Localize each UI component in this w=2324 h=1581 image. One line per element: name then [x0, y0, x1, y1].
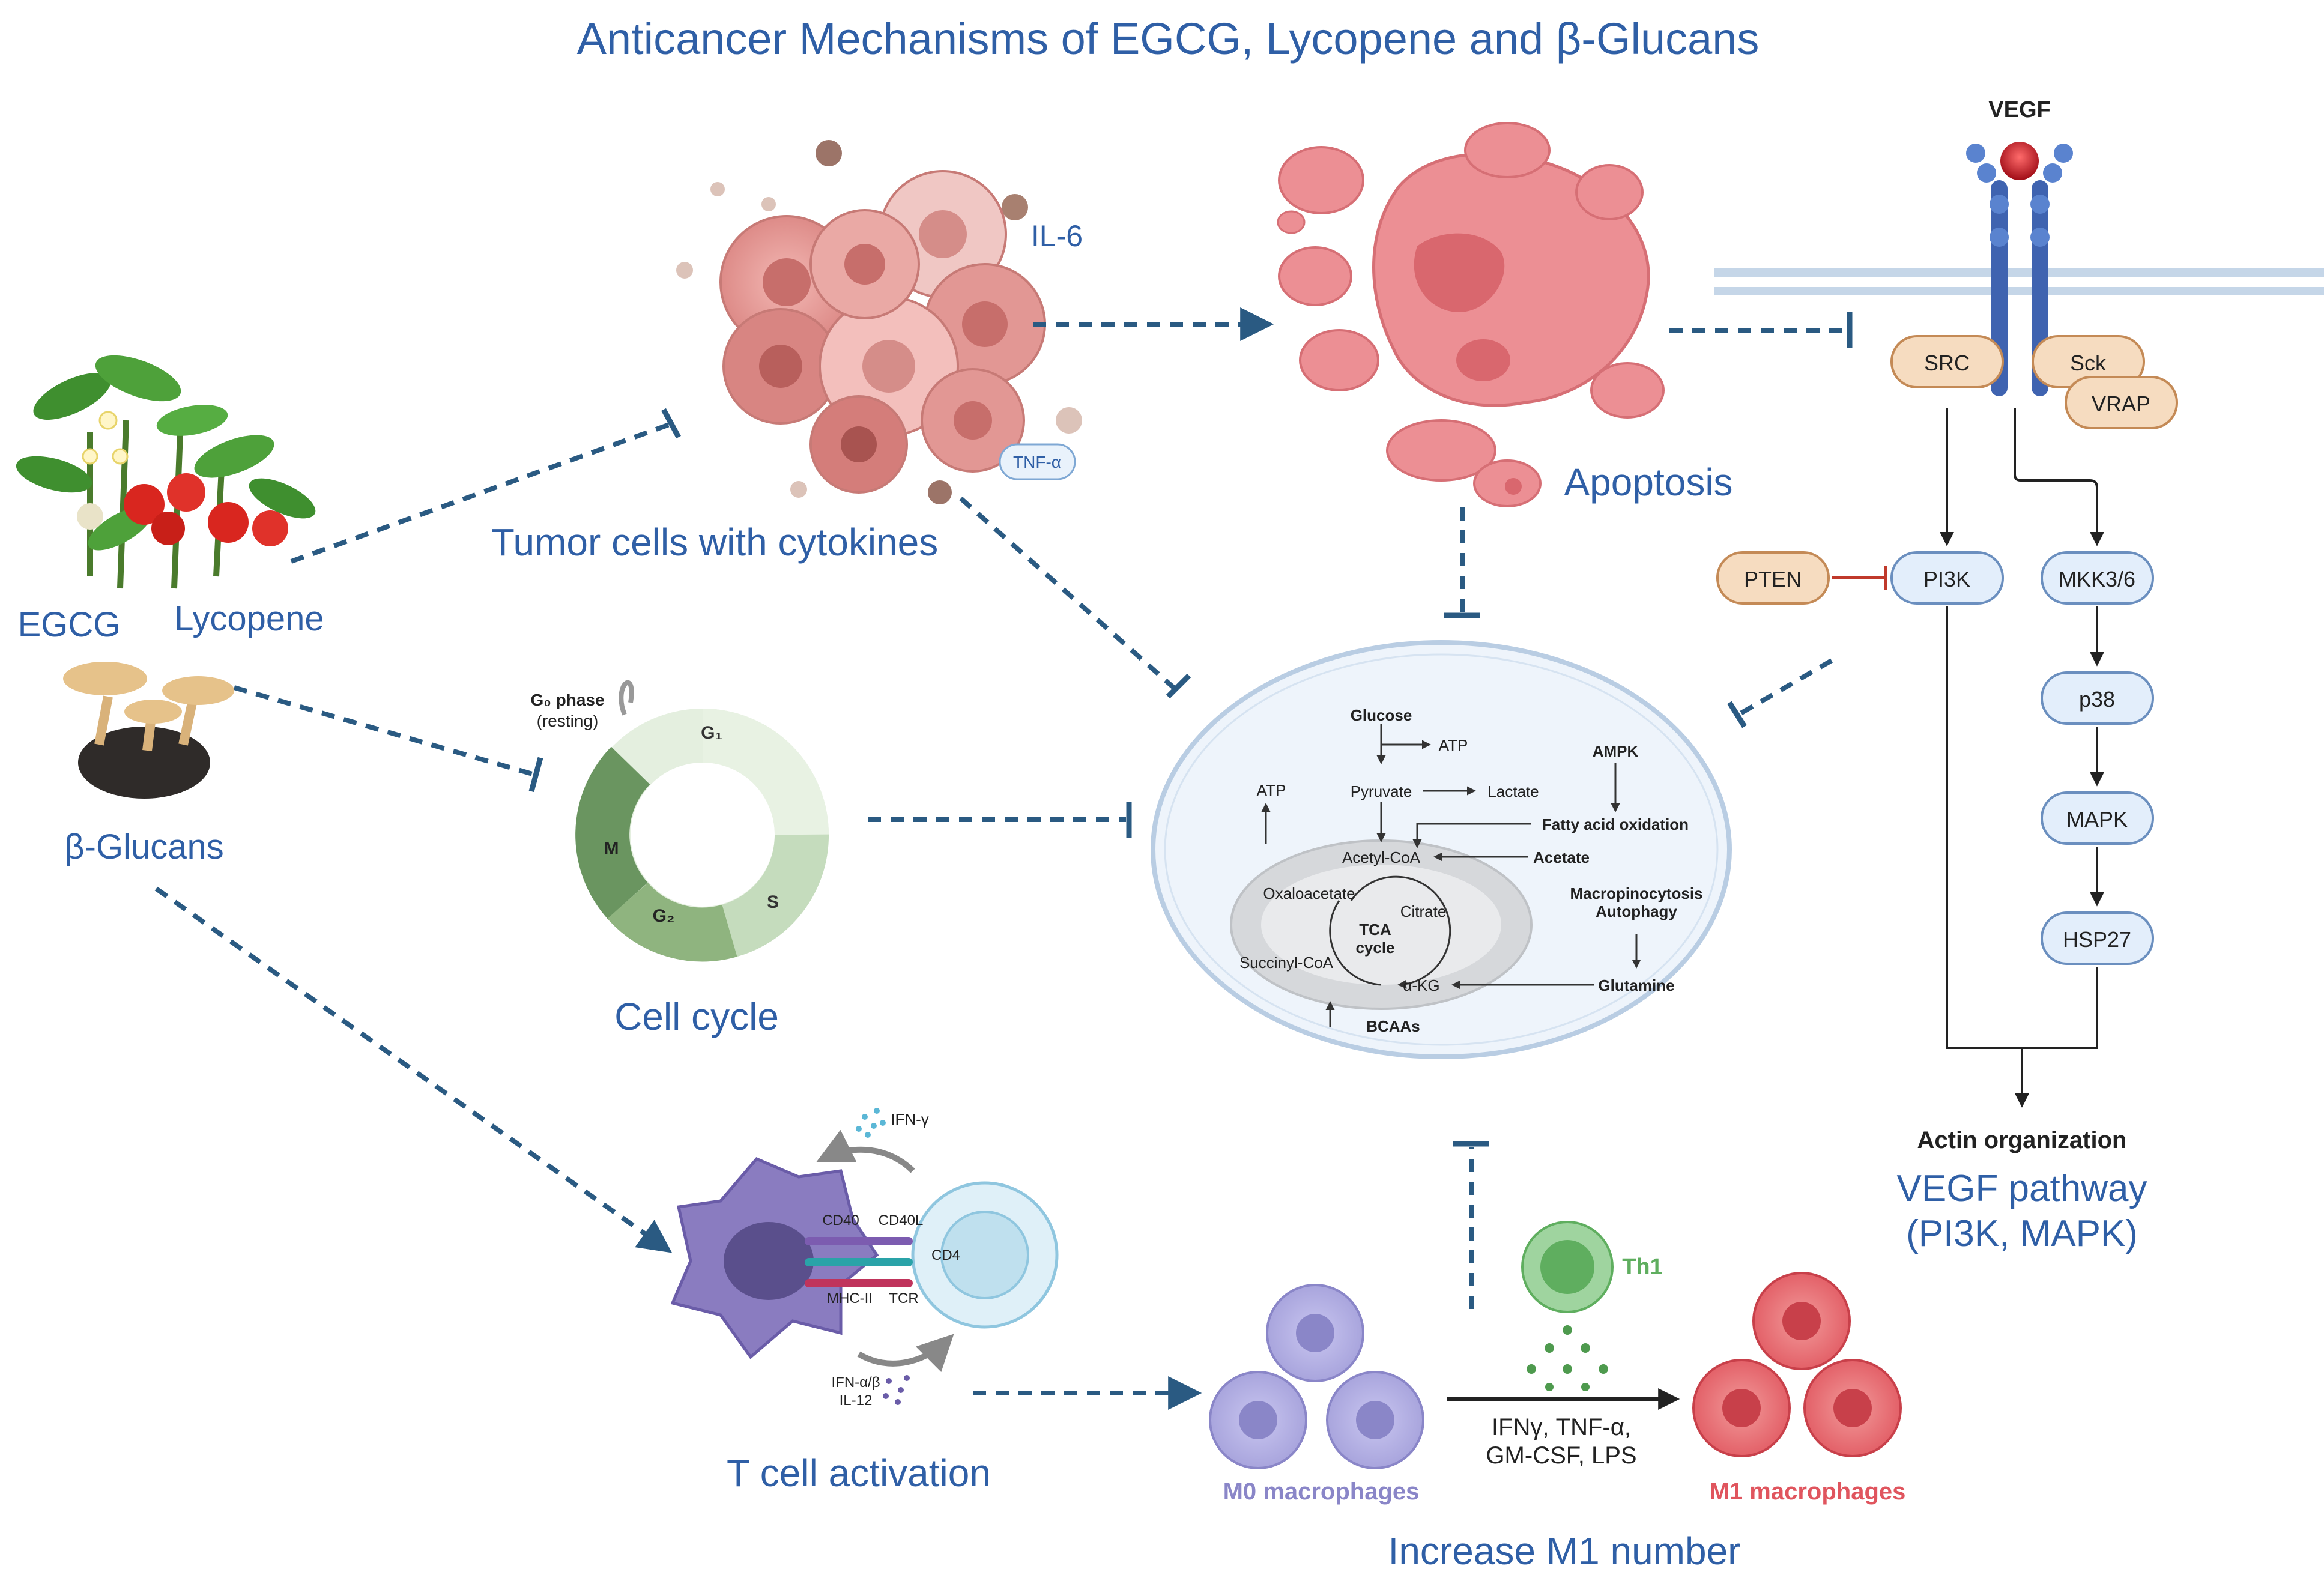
egcg-label: EGCG: [18, 605, 121, 644]
dashed-connectors: [154, 307, 1847, 1410]
tnf-alpha-badge: TNF-α: [999, 443, 1076, 480]
mushroom-icon: [63, 662, 234, 799]
receptor-bridges: [805, 1237, 913, 1287]
akg-label: α-KG: [1403, 976, 1439, 994]
th1-label: Th1: [1622, 1254, 1663, 1280]
stimuli-line1-label: IFNγ, TNF-α,: [1492, 1414, 1631, 1440]
pi3k-pill: PI3K: [1890, 551, 2004, 605]
sck-pill: Sck: [2032, 335, 2145, 388]
mapk-label: MAPK: [2066, 807, 2128, 832]
bglucans-label: β-Glucans: [64, 827, 223, 866]
ifn-gamma-label: IFN-γ: [891, 1110, 929, 1128]
citrate-label: Citrate: [1400, 902, 1447, 920]
g0-label: G₀ phase: [530, 691, 604, 709]
g1-label: G₁: [701, 723, 722, 743]
macropinocytosis-label: Macropinocytosis: [1570, 884, 1702, 902]
m-phase-label: M: [604, 839, 619, 859]
cd40l-label: CD40L: [879, 1212, 924, 1229]
pten-label: PTEN: [1744, 567, 1802, 591]
p38-pill: p38: [2041, 671, 2154, 725]
vegf-label: VEGF: [1988, 97, 2050, 122]
vegf-pathway-sub-label: (PI3K, MAPK): [1906, 1213, 2138, 1254]
lactate-label: Lactate: [1487, 782, 1539, 800]
fatty-acid-label: Fatty acid oxidation: [1542, 815, 1689, 833]
src-pill: SRC: [1890, 335, 2004, 388]
il6-label: IL-6: [1031, 219, 1083, 253]
vrap-label: VRAP: [2092, 391, 2150, 416]
cell-cycle-ring: [575, 680, 829, 962]
mkk-pill: MKK3/6: [2041, 551, 2154, 605]
t-cell: [911, 1181, 1059, 1329]
cell-membrane: [1714, 268, 2324, 295]
cell-cycle-label: Cell cycle: [614, 995, 779, 1038]
autophagy-label: Autophagy: [1596, 902, 1677, 920]
ifn-ab-label: IFN-α/β: [832, 1374, 880, 1391]
tca-label: TCA: [1359, 920, 1391, 939]
bglucans-to-tcell-arrow: [154, 886, 673, 1253]
metabolic-cell: [1151, 640, 1732, 1059]
tumor-to-metabolism-inhibition: [959, 497, 1179, 692]
vegf-pathway-label: VEGF pathway: [1897, 1168, 2147, 1209]
vegf-to-metabolism-inhibition: [1737, 658, 1833, 717]
m0-macrophages-label: M0 macrophages: [1223, 1478, 1420, 1505]
apoptotic-cell: [1277, 122, 1665, 507]
apoptosis-label: Apoptosis: [1564, 461, 1732, 504]
inhibition-bars: [528, 312, 1853, 1147]
th1-cell: [1521, 1221, 1614, 1313]
succinyl-coa-label: Succinyl-CoA: [1239, 954, 1334, 972]
tomato-plant-icon: [16, 355, 316, 589]
tcr-label: TCR: [889, 1290, 918, 1307]
resting-label: (resting): [537, 712, 599, 730]
cd4-label: CD4: [931, 1247, 960, 1263]
cycle-label: cycle: [1355, 939, 1394, 957]
activation-arrows: [816, 1129, 954, 1373]
tumor-cells-cluster: [676, 140, 1082, 504]
actin-organization-label: Actin organization: [1917, 1127, 2127, 1153]
sck-label: Sck: [2070, 351, 2107, 375]
tumor-cells-label: Tumor cells with cytokines: [491, 521, 939, 564]
t-cell-activation-label: T cell activation: [727, 1451, 991, 1495]
vegf-signal-arrows: [1940, 408, 2104, 1108]
bcaas-label: BCAAs: [1366, 1017, 1420, 1035]
hsp27-label: HSP27: [2063, 927, 2131, 952]
vrap-pill: VRAP: [2065, 376, 2178, 429]
stimuli-line2-label: GM-CSF, LPS: [1486, 1442, 1636, 1469]
p38-label: p38: [2079, 687, 2115, 712]
mkk-label: MKK3/6: [2059, 567, 2135, 591]
il12-label: IL-12: [840, 1392, 873, 1409]
acetyl-coa-label: Acetyl-CoA: [1342, 848, 1421, 866]
lycopene-label: Lycopene: [174, 599, 324, 638]
pyruvate-label: Pyruvate: [1351, 782, 1412, 800]
pi3k-label: PI3K: [1923, 567, 1970, 591]
ifn-ab-dots: [883, 1375, 910, 1405]
ifn-gamma-dots: [856, 1108, 886, 1138]
dendritic-cell: [670, 1156, 879, 1359]
pten-inhibition: [1832, 566, 1887, 590]
m1-macrophages-label: M1 macrophages: [1710, 1478, 1906, 1505]
glucose-label: Glucose: [1351, 706, 1412, 724]
glutamine-label: Glutamine: [1598, 976, 1674, 994]
pten-pill: PTEN: [1716, 551, 1830, 605]
bglucans-to-cellcycle-inhibition: [233, 685, 536, 777]
g2-label: G₂: [653, 906, 675, 926]
acetate-label: Acetate: [1533, 848, 1590, 866]
src-label: SRC: [1924, 351, 1970, 375]
atp-top-label: ATP: [1439, 736, 1468, 754]
m0-macrophages: [1209, 1284, 1424, 1469]
th1-cytokine-dots: [1527, 1325, 1608, 1391]
hsp27-pill: HSP27: [2041, 911, 2154, 965]
m1-macrophages: [1692, 1272, 1902, 1457]
mhc-ii-label: MHC-II: [827, 1290, 873, 1307]
increase-m1-label: Increase M1 number: [1388, 1529, 1741, 1573]
metabolic-pathway-arrows: [1261, 724, 1641, 1027]
ampk-label: AMPK: [1593, 742, 1639, 760]
atp-left-label: ATP: [1257, 781, 1286, 799]
s-phase-label: S: [767, 892, 779, 912]
oxaloacetate-label: Oxaloacetate: [1263, 884, 1355, 902]
diagram-title: Anticancer Mechanisms of EGCG, Lycopene …: [577, 14, 1760, 64]
tnf-alpha-label: TNF-α: [1013, 453, 1061, 471]
cd40-label: CD40: [822, 1212, 859, 1229]
mapk-pill: MAPK: [2041, 791, 2154, 845]
